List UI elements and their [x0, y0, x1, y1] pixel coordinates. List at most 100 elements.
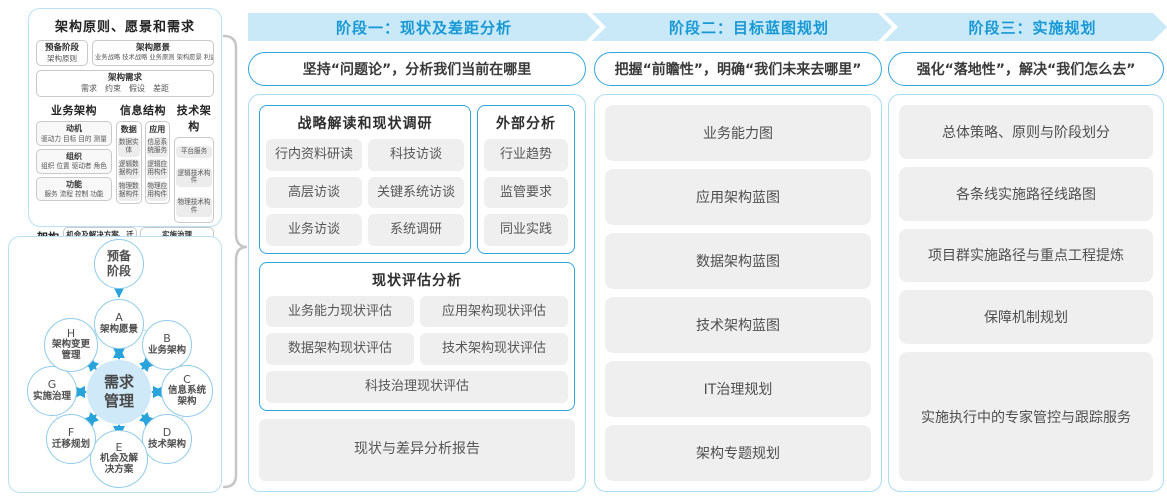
- phase1-banner: 阶段一：现状及差距分析: [248, 13, 600, 41]
- strategy-research-items: 行内资料研读科技访谈高层访谈关键系统访谈业务访谈系统调研: [266, 139, 464, 246]
- phase2-banner: 阶段二：目标蓝图规划: [592, 13, 892, 41]
- adm-node-b-letter: B: [163, 332, 171, 346]
- gap-analysis-report-box: 现状与差异分析报告: [259, 418, 575, 481]
- task-item: 业务能力现状评估: [266, 295, 414, 328]
- governance-title: 实施治理: [162, 230, 192, 240]
- adm-node-f-name: 迁移规划: [51, 438, 90, 450]
- adm-cycle-panel: 预备阶段 需求管理 A 架构愿景 B 业务架构 C 信息系统架构 D 技术架构 …: [8, 236, 222, 493]
- adm-node-e: E 机会及解决方案: [90, 430, 148, 488]
- task-item: 技术架构现状评估: [420, 333, 568, 365]
- adm-node-prep-label: 预备阶段: [106, 249, 131, 278]
- adm-node-d-name: 技术架构: [147, 438, 186, 450]
- task-item: 同业实践: [484, 214, 568, 246]
- business-block: 动机 驱动力 目标 目的 测量: [36, 121, 112, 147]
- technology-architecture-column: 技术架构 平台服务逻辑技术构件物理技术构件: [174, 102, 214, 224]
- prep-stage-title: 预备阶段: [44, 43, 79, 53]
- information-structure-column: 信息结构 数据 数据实体逻辑数据构件物理数据构件 应用 信息系统服务逻辑应用构件…: [116, 102, 170, 223]
- brace-connector-icon: [222, 34, 250, 494]
- application-subcolumn-head: 应用: [149, 125, 166, 135]
- business-block-head: 功能: [66, 179, 82, 189]
- phase2-column: 把握“前瞻性”，明确“我们未来去哪里” 业务能力图应用架构蓝图数据架构蓝图技术架…: [594, 52, 882, 492]
- external-analysis-group: 外部分析 行业趋势监管要求同业实践: [477, 105, 575, 254]
- task-item: 高层访谈: [266, 176, 362, 209]
- vision-items: 业务战略 技术战略 业务原则 架构愿景 利益相关者: [95, 53, 213, 61]
- phase1-subtitle: 坚持“问题论”，分析我们当前在哪里: [248, 52, 586, 86]
- phase3-column: 强化“落地性”，解决“我们怎么去” 总体策略、原则与阶段划分各条线实施路径线路图…: [888, 52, 1164, 492]
- strategy-research-group: 战略解读和现状调研 行内资料研读科技访谈高层访谈关键系统访谈业务访谈系统调研: [259, 105, 471, 254]
- adm-node-a-name: 架构愿景: [99, 323, 138, 335]
- deliverable-item: 应用架构蓝图: [605, 169, 871, 225]
- deliverable-item: 业务能力图: [605, 105, 871, 161]
- technology-item: 平台服务: [176, 146, 212, 159]
- phase1-banner-label: 阶段一：现状及差距分析: [335, 18, 512, 37]
- application-items: 信息系统服务逻辑应用构件物理应用构件: [146, 137, 168, 201]
- deliverable-item: 各条线实施路径线路图: [899, 166, 1153, 221]
- deliverable-item: 实施执行中的专家管控与跟踪服务: [899, 352, 1153, 481]
- adm-node-c: C 信息系统架构: [161, 365, 213, 417]
- vision-title: 架构愿景: [135, 43, 170, 53]
- technology-architecture-title: 技术架构: [176, 104, 212, 134]
- adm-node-b-name: 业务架构: [147, 344, 186, 356]
- application-item: 物理应用构件: [146, 181, 168, 201]
- adm-node-a-letter: A: [115, 311, 123, 325]
- deliverable-item: IT治理规划: [605, 361, 871, 417]
- data-item: 数据实体: [118, 137, 140, 158]
- tech-governance-assessment-item: 科技治理现状评估: [266, 370, 568, 403]
- adm-node-f-letter: F: [67, 426, 75, 440]
- external-analysis-title: 外部分析: [496, 116, 556, 132]
- phase1-content-panel: 战略解读和现状调研 行内资料研读科技访谈高层访谈关键系统访谈业务访谈系统调研 外…: [248, 94, 586, 492]
- information-structure-title: 信息结构: [120, 104, 166, 118]
- technology-item: 逻辑技术构件: [176, 167, 212, 188]
- phase3-content-panel: 总体策略、原则与阶段划分各条线实施路径线路图项目群实施路径与重点工程提炼保障机制…: [888, 94, 1164, 492]
- current-assessment-group: 现状评估分析 业务能力现状评估应用架构现状评估数据架构现状评估技术架构现状评估 …: [259, 261, 575, 411]
- adm-node-h-name: 架构变更管理: [51, 339, 90, 362]
- application-item: 逻辑应用构件: [146, 159, 168, 180]
- business-block: 功能 服务 流程 控制 功能: [36, 176, 112, 202]
- business-architecture-blocks: 动机 驱动力 目标 目的 测量 组织 组织 位置 驱动者 角色 功能 服务 流程…: [36, 121, 112, 202]
- adm-node-g-name: 实施治理: [32, 390, 71, 402]
- adm-node-d: D 技术架构: [142, 414, 192, 464]
- deliverable-item: 技术架构蓝图: [605, 297, 871, 353]
- panel-title: 架构原则、愿景和需求: [54, 20, 195, 35]
- task-item: 监管要求: [484, 176, 568, 209]
- task-item: 系统调研: [368, 214, 464, 246]
- adm-node-e-letter: E: [115, 441, 123, 455]
- data-items: 数据实体逻辑数据构件物理数据构件: [118, 137, 140, 201]
- phase2-subtitle: 把握“前瞻性”，明确“我们未来去哪里”: [594, 52, 882, 86]
- requirement-title: 架构需求: [107, 73, 142, 84]
- adm-node-prep: 预备阶段: [94, 239, 144, 289]
- business-block-text: 服务 流程 控制 功能: [44, 190, 104, 199]
- business-architecture-column: 业务架构 动机 驱动力 目标 目的 测量 组织 组织 位置 驱动者 角色: [36, 102, 112, 223]
- task-item: 应用架构现状评估: [420, 295, 568, 328]
- adm-node-b: B 业务架构: [142, 320, 192, 370]
- technology-item: 物理技术构件: [176, 196, 212, 217]
- adm-node-h-letter: H: [66, 327, 76, 341]
- deliverable-item: 数据架构蓝图: [605, 233, 871, 289]
- business-block-text: 组织 位置 驱动者 角色: [41, 162, 107, 171]
- task-item: 关键系统访谈: [368, 176, 464, 209]
- adm-node-c-letter: C: [183, 373, 191, 387]
- phase2-content-panel: 业务能力图应用架构蓝图数据架构蓝图技术架构蓝图 IT治理规划架构专题规划: [594, 94, 882, 492]
- prep-stage-item: 架构原则: [47, 53, 77, 63]
- phase1-top-row: 战略解读和现状调研 行内资料研读科技访谈高层访谈关键系统访谈业务访谈系统调研 外…: [259, 105, 575, 254]
- prep-vision-row: 预备阶段 架构原则 架构愿景 业务战略 技术战略 业务原则 架构愿景 利益相关者: [36, 40, 214, 67]
- business-block-head: 动机: [66, 124, 82, 134]
- phase3-banner: 阶段三：实施规划: [884, 13, 1167, 41]
- deliverable-item: 架构专题规划: [605, 425, 871, 481]
- phase1-column: 坚持“问题论”，分析我们当前在哪里 战略解读和现状调研 行内资料研读科技访谈高层…: [248, 52, 586, 492]
- phase3-subtitle: 强化“落地性”，解决“我们怎么去”: [888, 52, 1164, 86]
- external-analysis-items: 行业趋势监管要求同业实践: [484, 139, 568, 246]
- current-assessment-title: 现状评估分析: [372, 272, 462, 289]
- task-item: 科技访谈: [368, 139, 464, 171]
- deliverable-item: 总体策略、原则与阶段划分: [899, 105, 1153, 159]
- data-subcolumn: 数据 数据实体逻辑数据构件物理数据构件: [116, 121, 142, 204]
- adm-node-c-name: 信息系统架构: [167, 385, 206, 408]
- deliverable-item: 项目群实施路径与重点工程提炼: [899, 228, 1153, 283]
- current-assessment-items: 业务能力现状评估应用架构现状评估数据架构现状评估技术架构现状评估: [266, 295, 568, 365]
- adm-node-center: 需求管理: [87, 360, 151, 424]
- architecture-requirement-box: 架构需求 需求 约束 假设 差距: [36, 70, 214, 98]
- data-item: 物理数据构件: [118, 181, 140, 201]
- adm-node-e-name: 机会及解决方案: [99, 453, 138, 476]
- adm-node-d-letter: D: [162, 426, 172, 440]
